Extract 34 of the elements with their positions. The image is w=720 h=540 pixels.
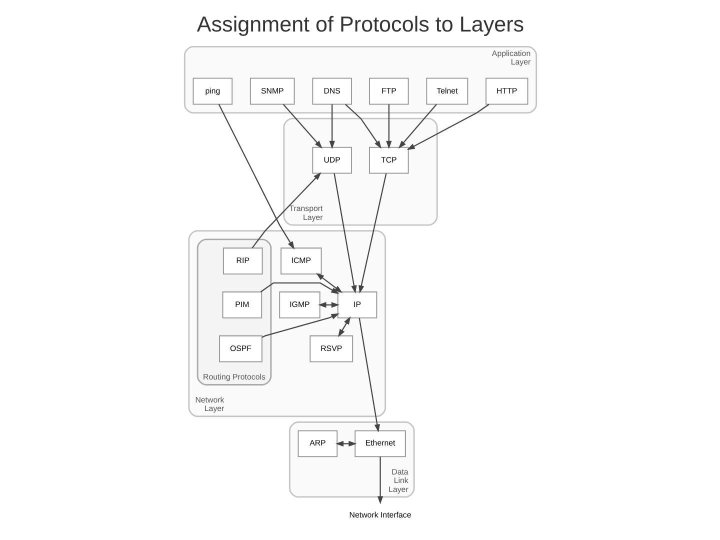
arrow [334, 440, 356, 447]
arrow [261, 313, 339, 338]
arrow [338, 316, 350, 338]
arrow [398, 104, 436, 149]
arrow [333, 173, 356, 294]
arrow [386, 104, 392, 149]
node-box: Ethernet [354, 430, 406, 458]
node-box: ping [192, 78, 232, 105]
arrow [358, 318, 380, 432]
node-box: FTP [368, 78, 408, 105]
arrow [218, 104, 294, 250]
node-box: PIM [222, 291, 262, 318]
node-box: RSVP [309, 335, 353, 362]
node-box: SNMP [249, 78, 294, 105]
arrow [376, 456, 383, 504]
node-box: OSPF [218, 335, 262, 362]
node-box: IGMP [278, 291, 320, 318]
arrow [316, 272, 342, 293]
arrow [251, 172, 321, 248]
node-box: TCP [368, 146, 408, 174]
node-box: UDP [312, 146, 352, 174]
node-box: RIP [222, 248, 262, 274]
node-box: ICMP [280, 248, 322, 274]
arrow [358, 173, 386, 294]
arrow [344, 104, 381, 149]
node-box: DNS [312, 78, 352, 105]
node-box: Telnet [426, 78, 468, 105]
diagram-title: Assignment of Protocols to Layers [196, 12, 524, 37]
arrow [328, 104, 334, 149]
node-box: IP [336, 291, 377, 318]
node-box: HTTP [485, 78, 528, 105]
arrow [406, 104, 489, 150]
node-text: Network Interface [348, 510, 411, 520]
node-box: ARP [297, 430, 338, 458]
